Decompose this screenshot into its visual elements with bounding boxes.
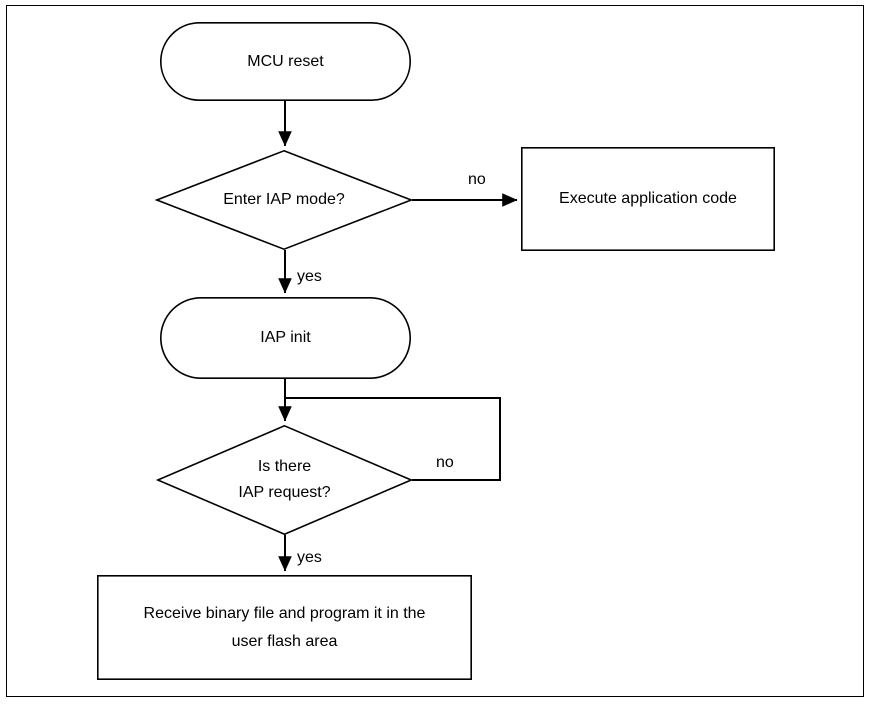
edge-decision2-no-loop [286, 397, 501, 481]
node-iap-init-shape [160, 296, 411, 379]
edge-label-decision1-yes: yes [297, 268, 322, 285]
node-receive-binary-file-shape [97, 574, 472, 680]
edge-label-decision1-no: no [468, 171, 486, 188]
node-is-there-iap-request-shape [155, 424, 414, 536]
node-execute-application-code-shape [520, 147, 775, 252]
edge-label-decision2-no: no [436, 454, 454, 471]
node-enter-iap-mode-shape [154, 149, 414, 251]
edge-label-decision2-yes: yes [297, 549, 322, 566]
node-mcu-reset-shape [160, 21, 411, 102]
